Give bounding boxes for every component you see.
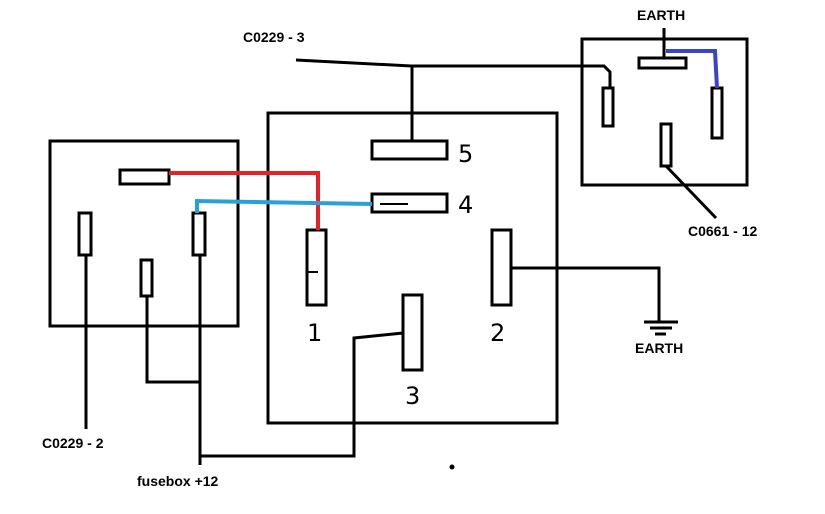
- red-wire: [169, 171, 320, 230]
- pin-number-1: 1: [307, 319, 322, 347]
- pin-number-3: 3: [405, 382, 420, 410]
- left-relay-pin-middle: [139, 258, 154, 298]
- stray-dot: [449, 464, 455, 470]
- black-wires: [84, 28, 718, 465]
- left-relay-pin-right: [191, 211, 207, 257]
- left-relay-box: [48, 139, 240, 328]
- main-relay-pin-2: [490, 228, 513, 307]
- right-relay-pin-left: [601, 86, 615, 128]
- right-relay-pin-bottom: [659, 122, 673, 168]
- right-relay-pin-top: [637, 56, 688, 70]
- label-fusebox: fusebox +12: [137, 473, 219, 489]
- wire-c0229-3: [295, 58, 414, 141]
- left-relay-pin-top: [118, 168, 171, 186]
- main-relay-pin-1: [305, 228, 328, 307]
- dark-blue-wire: [666, 49, 719, 89]
- wire-pin2-earth: [511, 266, 661, 322]
- label-earth-ground: EARTH: [635, 340, 683, 356]
- wire-pin3: [200, 331, 404, 458]
- label-earth-top: EARTH: [637, 7, 685, 23]
- left-relay-pin-left: [77, 211, 93, 257]
- light-blue-wire: [195, 198, 373, 213]
- right-relay-pin-right: [710, 86, 724, 140]
- pin-number-4: 4: [458, 191, 473, 219]
- wire-to-right-relay: [412, 64, 612, 88]
- pin-number-5: 5: [458, 140, 473, 168]
- wire-left-middle: [145, 296, 200, 384]
- label-c0661-12: C0661 - 12: [688, 223, 757, 239]
- main-relay-pin-3: [401, 293, 424, 372]
- wire-c0661-12: [664, 164, 718, 220]
- label-c0229-3: C0229 - 3: [243, 29, 305, 45]
- main-relay-pin-5: [370, 139, 449, 161]
- pin-number-2: 2: [490, 319, 505, 347]
- label-c0229-2: C0229 - 2: [42, 435, 104, 451]
